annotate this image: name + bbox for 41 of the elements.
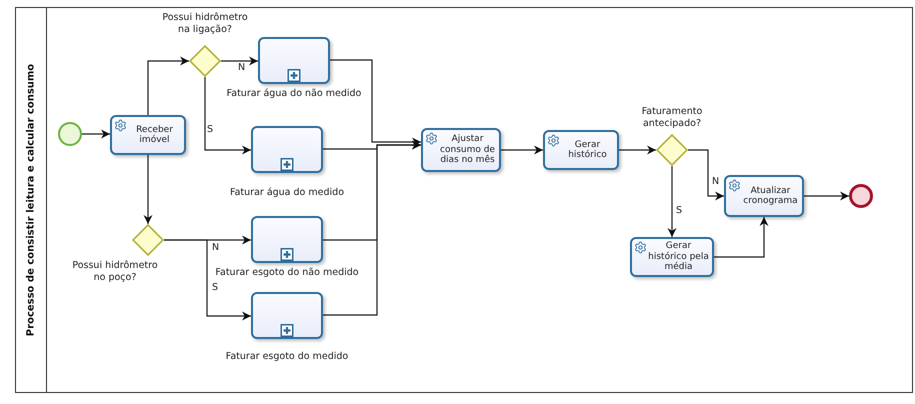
subprocess-label: Faturar água do não medido <box>226 88 362 99</box>
sequence-flow-arrow <box>804 192 849 200</box>
gateway-label: Possui hidrômetro na ligação? <box>161 12 249 36</box>
sequence-flow-arrow <box>323 140 421 316</box>
sequence-flow-arrow <box>164 239 251 320</box>
edge-label: S <box>207 125 214 134</box>
sequence-flow-arrow <box>147 56 189 115</box>
start-event-circle <box>58 122 82 146</box>
sequence-flow-arrow <box>204 77 251 154</box>
sequence-flow-arrow <box>668 166 676 237</box>
gateway-label: Possui hidrômetro no poço? <box>72 260 158 284</box>
task-box <box>630 237 714 277</box>
gateway-label: Faturamento antecipado? <box>640 106 704 130</box>
task-box <box>110 115 186 155</box>
sequence-flow-arrow <box>688 149 724 200</box>
task-label: Gerar histórico <box>567 140 608 160</box>
task-box <box>724 175 804 217</box>
sequence-flow-arrow <box>144 155 152 224</box>
edge-label: S <box>212 283 218 292</box>
edge-label: N <box>212 243 220 252</box>
task-label: Atualizar cronograma <box>742 186 799 206</box>
sequence-flow-arrow <box>501 146 543 154</box>
sequence-flow-arrow <box>330 59 421 146</box>
subprocess-label: Faturar esgoto do medido <box>226 351 348 362</box>
task-box <box>421 128 501 172</box>
subprocess-label: Faturar esgoto do não medido <box>215 267 359 278</box>
task-label: Ajustar consumo de dias no mês <box>439 134 496 166</box>
sequence-flow-arrow <box>714 217 768 258</box>
task-label: Gerar histórico pela média <box>647 241 710 273</box>
subprocess-label: Faturar água do medido <box>230 187 344 198</box>
edge-label: N <box>238 63 246 72</box>
edge-label: N <box>712 177 720 186</box>
end-event-circle <box>849 184 873 208</box>
pool <box>15 7 913 393</box>
sequence-flow-arrow <box>221 56 258 66</box>
edge-label: S <box>676 206 682 216</box>
pool-title: Processo de consistir leitura e calcular consumo <box>26 62 36 338</box>
task-box <box>543 130 619 170</box>
task-label: Receber imóvel <box>135 124 174 146</box>
sequence-flow-arrow <box>82 130 110 138</box>
sequence-flow-arrow <box>619 146 656 154</box>
